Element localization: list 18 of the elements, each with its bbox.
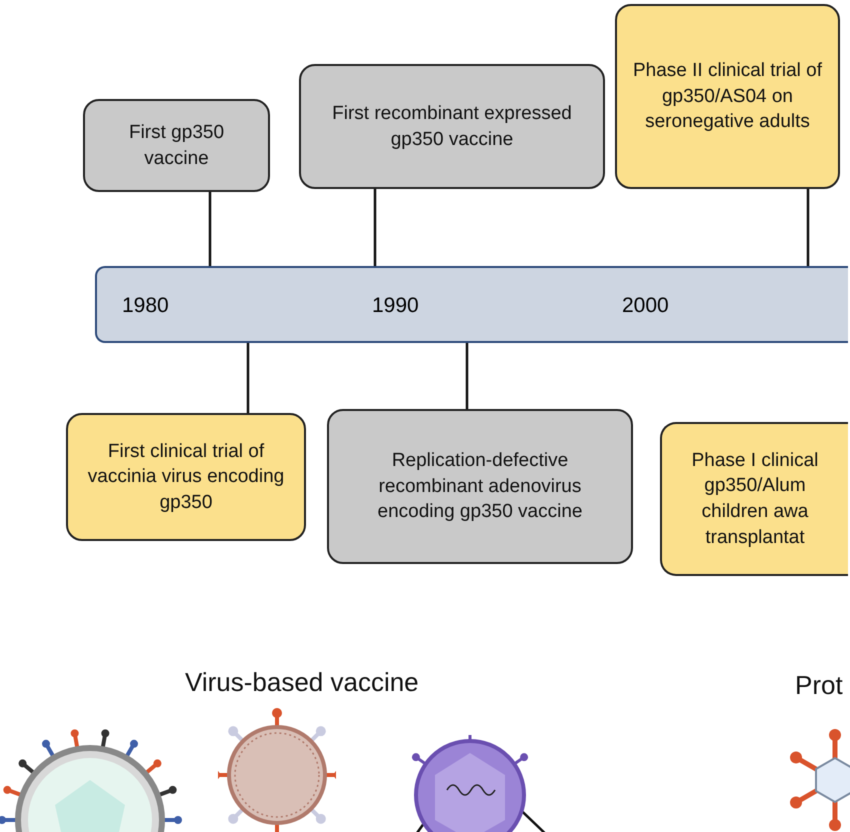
event-box: First recombinant expressed gp350 vaccine — [299, 64, 605, 189]
year-label: 1980 — [122, 294, 169, 318]
event-box: First clinical trial of vaccinia virus encoding gp350 — [66, 413, 306, 541]
connector-line — [374, 189, 376, 266]
event-box: Phase II clinical trial of gp350/AS04 on seronegative adults — [615, 4, 840, 189]
virus-drawing — [218, 705, 336, 832]
connector-line — [246, 343, 250, 413]
year-label: 1990 — [372, 294, 419, 318]
section-heading: Prot — [795, 670, 843, 701]
connector-line — [208, 192, 212, 266]
connector-line — [466, 343, 468, 409]
event-box: Replication-defective recombinant adenovirus encoding gp350 vaccine — [327, 409, 633, 564]
year-label: 2000 — [622, 294, 669, 318]
connector-line — [806, 189, 810, 266]
timeline-bar — [95, 266, 848, 343]
section-heading: Virus-based vaccine — [185, 667, 419, 698]
event-box: Phase I clinical gp350/Alum children awa transplantat — [660, 422, 848, 576]
event-box: First gp350 vaccine — [83, 99, 270, 192]
